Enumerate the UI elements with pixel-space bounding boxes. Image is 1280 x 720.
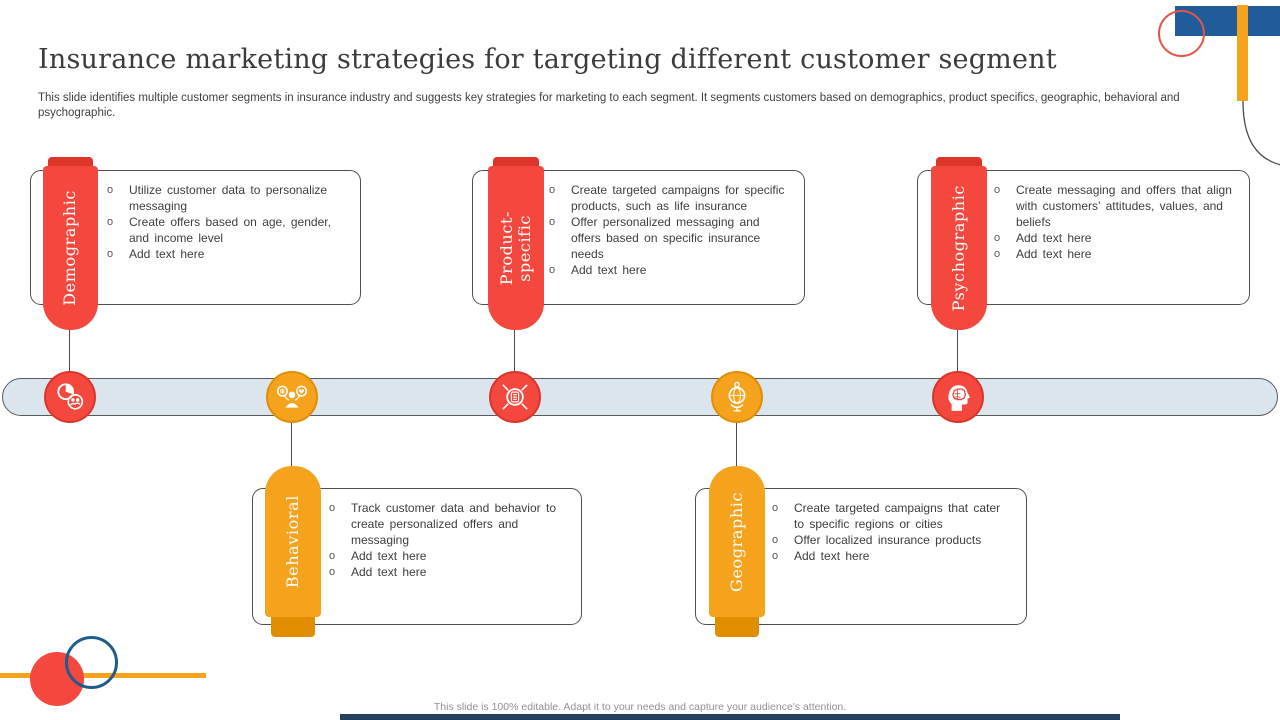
behavior-icon	[276, 385, 308, 408]
bullet-marker: o	[549, 184, 556, 196]
bullet-item: o Add text here	[772, 548, 1014, 564]
bullet-marker: o	[107, 216, 114, 228]
demographic-tab: Demographic	[43, 166, 98, 330]
bullet-text: Add text here	[129, 247, 205, 261]
orange-vertical-bar-decor	[1237, 5, 1248, 101]
behavioral-node	[266, 371, 318, 423]
geographic-node	[711, 371, 763, 423]
behavioral-tab-label: Behavioral	[282, 494, 302, 589]
geographic-tab-cap	[715, 613, 759, 637]
psychographic-tab: Psychographic	[931, 166, 987, 330]
product-specific-tab: Product-specific	[488, 166, 544, 330]
bullet-marker: o	[107, 184, 114, 196]
product-specific-tab-label-2: specific	[515, 214, 534, 282]
bullet-item: o Create offers based on age, gender, and…	[107, 214, 348, 246]
bullet-text: Add text here	[351, 549, 427, 563]
bullet-text: Utilize customer data to personalize mes…	[129, 183, 328, 213]
geographic-connector	[736, 423, 737, 466]
bullet-text: Add text here	[1016, 231, 1092, 245]
bullet-text: Create offers based on age, gender, and …	[129, 215, 331, 245]
psychographic-node	[932, 371, 984, 423]
bullet-text: Track customer data and behavior to crea…	[351, 501, 556, 547]
demographic-tab-label: Demographic	[60, 190, 80, 306]
psychographic-bullet-list: o Create messaging and offers that align …	[918, 171, 1249, 262]
bullet-item: o Add text here	[329, 564, 569, 580]
bullet-text: Add text here	[351, 565, 427, 579]
bullet-marker: o	[772, 534, 779, 546]
bullet-text: Add text here	[1016, 247, 1092, 261]
psychographic-connector	[957, 330, 958, 371]
geographic-tab-label: Geographic	[726, 491, 746, 592]
bullet-item: o Offer localized insurance products	[772, 532, 1014, 548]
bullet-item: o Utilize customer data to personalize me…	[107, 182, 348, 214]
bullet-marker: o	[549, 264, 556, 276]
blue-circle-outline-decor	[65, 636, 118, 689]
bullet-marker: o	[329, 566, 336, 578]
bullet-item: o Track customer data and behavior to cre…	[329, 500, 569, 548]
bullet-item: o Add text here	[107, 246, 348, 262]
psychographic-tab-label: Psychographic	[948, 184, 968, 312]
bullet-marker: o	[772, 550, 779, 562]
psychographics-icon	[948, 385, 971, 411]
bullet-text: Create targeted campaigns for specific p…	[571, 183, 785, 213]
bullet-text: Create targeted campaigns that cater to …	[794, 501, 1001, 531]
demographic-bullet-list: o Utilize customer data to personalize me…	[31, 171, 360, 262]
bullet-marker: o	[107, 248, 114, 260]
bullet-text: Offer localized insurance products	[794, 533, 982, 547]
bullet-marker: o	[329, 502, 336, 514]
red-circle-outline-decor	[1158, 10, 1205, 57]
bullet-marker: o	[994, 184, 1001, 196]
behavioral-bullet-list: o Track customer data and behavior to cre…	[253, 489, 581, 580]
bullet-item: o Add text here	[549, 262, 792, 278]
geographic-tab: Geographic	[709, 466, 765, 617]
behavioral-connector	[291, 423, 292, 466]
demographics-icon	[57, 383, 84, 410]
bullet-item: o Add text here	[329, 548, 569, 564]
bullet-item: o Add text here	[994, 246, 1237, 262]
bullet-marker: o	[549, 216, 556, 228]
product-specific-tab-label: Product-	[496, 210, 516, 286]
bullet-item: o Create targeted campaigns for specific …	[549, 182, 792, 214]
bullet-text: Add text here	[794, 549, 870, 563]
timeline-bar	[2, 378, 1278, 416]
behavioral-tab: Behavioral	[265, 466, 321, 617]
page-title: Insurance marketing strategies for targe…	[38, 44, 1057, 76]
geography-icon	[728, 381, 746, 412]
bullet-marker: o	[772, 502, 779, 514]
bullet-marker: o	[994, 232, 1001, 244]
demographic-node	[44, 371, 96, 423]
product-icon	[502, 384, 528, 410]
bullet-marker: o	[329, 550, 336, 562]
bullet-item: o Create targeted campaigns that cater to…	[772, 500, 1014, 532]
slide-subtitle: This slide identifies multiple customer …	[38, 91, 1180, 119]
geographic-bullet-list: o Create targeted campaigns that cater to…	[696, 489, 1026, 564]
demographic-connector	[69, 330, 70, 371]
behavioral-tab-cap	[271, 613, 315, 637]
bullet-text: Create messaging and offers that align w…	[1016, 183, 1232, 229]
bullet-item: o Create messaging and offers that align …	[994, 182, 1237, 230]
bullet-text: Add text here	[571, 263, 647, 277]
bullet-text: Offer personalized messaging and offers …	[571, 215, 761, 261]
product-specific-node	[489, 371, 541, 423]
bullet-marker: o	[994, 248, 1001, 260]
product-specific-bullet-list: o Create targeted campaigns for specific …	[473, 171, 804, 278]
bullet-item: o Add text here	[994, 230, 1237, 246]
product-specific-connector	[514, 330, 515, 371]
slide-footer-note: This slide is 100% editable. Adapt it to…	[433, 701, 847, 713]
bullet-item: o Offer personalized messaging and offers…	[549, 214, 792, 262]
navy-bar-decor	[340, 714, 1120, 720]
